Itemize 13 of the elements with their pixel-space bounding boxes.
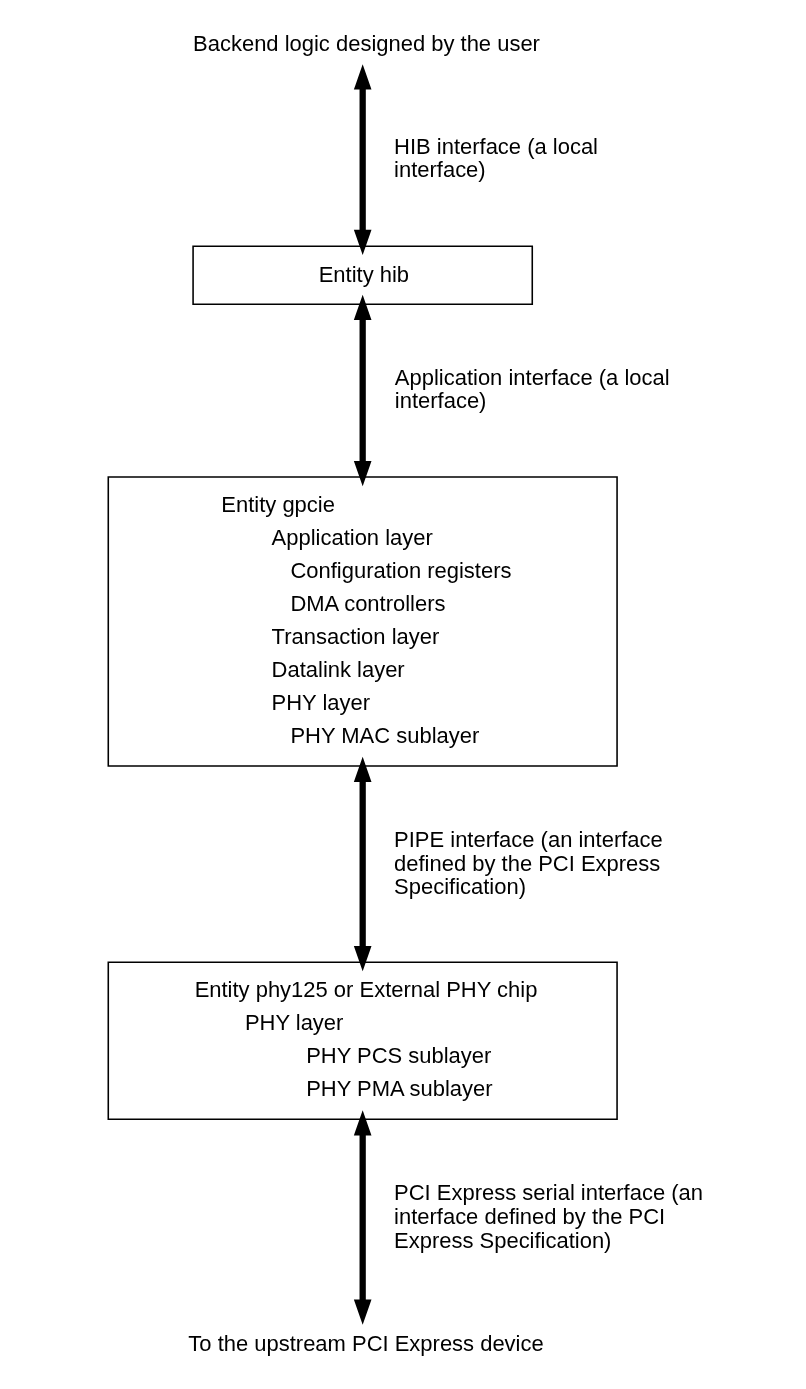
edge-label: Application interface (a local interface) xyxy=(394,364,670,414)
arrow xyxy=(353,1110,371,1325)
node-text: To the upstream PCI Express device xyxy=(187,1331,544,1357)
edge-label: PCI Express serial interface (an interface defined by the PCI Express Specification) xyxy=(393,1180,703,1253)
arrow xyxy=(353,64,371,255)
node-box: Entity phy125 or External PHY chip PHY layer PHY PCS sublayer PHY PMA sublayer xyxy=(107,961,618,1121)
node-text: Backend logic designed by the user xyxy=(192,30,540,56)
node-box: Entity gpcie Application layer Configuration registers DMA controllers Transaction layer Datalink layer PHY layer PHY MAC sublayer xyxy=(107,476,618,767)
arrow xyxy=(353,756,371,972)
arrow xyxy=(353,294,371,487)
edge-label: HIB interface (a local interface) xyxy=(393,133,598,183)
edge-label: PIPE interface (an interface defined by the PCI Express Specification) xyxy=(393,827,663,900)
node-box: Entity hib xyxy=(191,245,533,306)
